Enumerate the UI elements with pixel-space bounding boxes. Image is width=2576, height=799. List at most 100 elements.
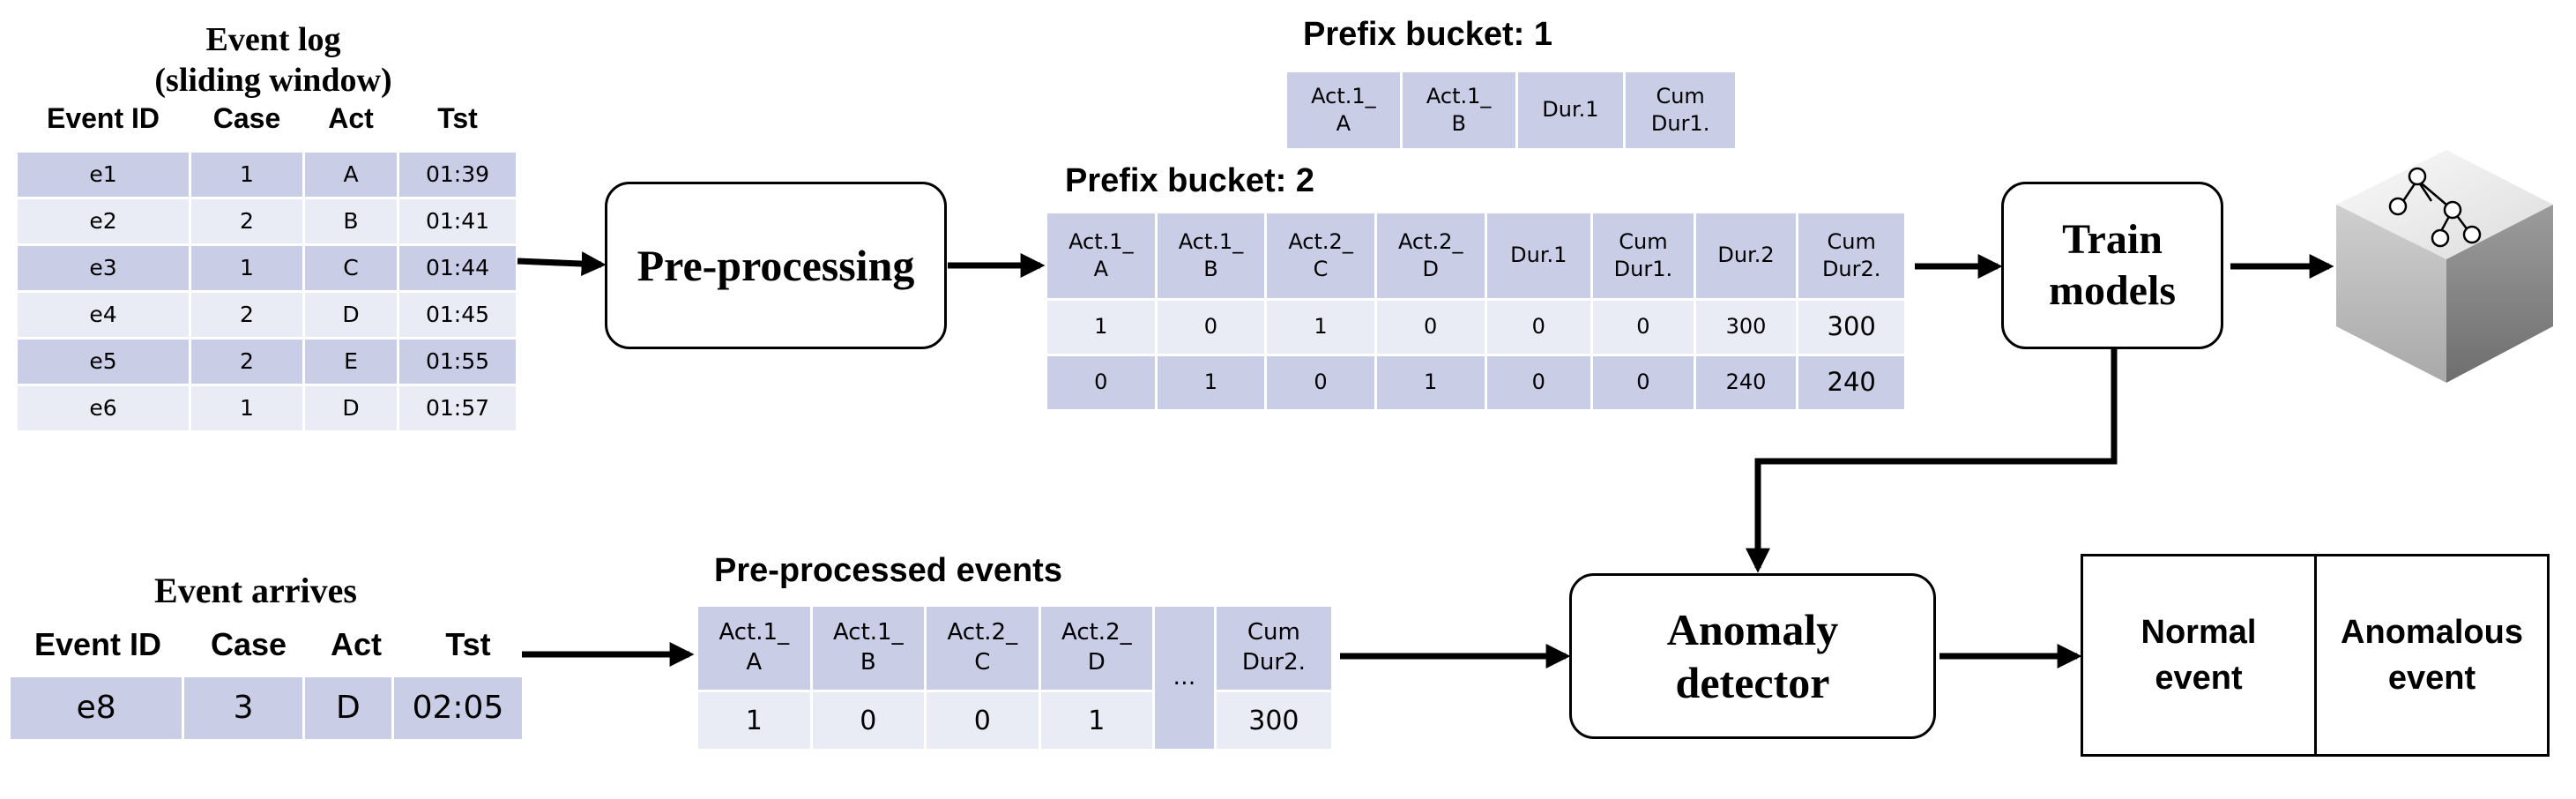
table-cell: 300: [1798, 301, 1904, 354]
table-cell: e5: [18, 340, 189, 384]
event-log-header: Event ID: [46, 102, 160, 134]
table-cell: 240: [1798, 356, 1904, 409]
table-cell: 1: [1157, 356, 1265, 409]
output-box: Normal event Anomalous event: [2081, 554, 2550, 757]
table-cell: D: [304, 677, 391, 739]
anomalous-event-label: Anomalous: [2341, 614, 2523, 651]
preprocessed-events-table: Act.1_ A Act.1_ B Act.2_ C Act.2_ D … Cu…: [696, 604, 1334, 751]
event-log-title: Event log (sliding window): [154, 21, 392, 99]
train-models-label: models: [2049, 267, 2176, 314]
column-header: Cum Dur2.: [1216, 607, 1331, 690]
table-cell: 0: [1593, 356, 1694, 409]
train-models-box: Train models: [2001, 182, 2223, 349]
table-cell: 3: [184, 677, 302, 739]
normal-event-cell: Normal event: [2083, 556, 2317, 754]
event-arrives-header: Event ID: [34, 626, 162, 662]
table-cell: 240: [1695, 356, 1797, 409]
ellipsis-cell: …: [1155, 607, 1214, 749]
column-header: Act.2_ D: [1040, 607, 1153, 690]
table-cell: 1: [191, 246, 302, 290]
column-header: Act.2_ D: [1376, 213, 1485, 298]
event-log-header-row: Event ID Case Act Tst: [18, 102, 516, 141]
event-log-header: Act: [328, 102, 374, 134]
column-header: Cum Dur1.: [1626, 72, 1735, 148]
table-cell: 1: [1040, 692, 1153, 749]
table-cell: 0: [1047, 356, 1155, 409]
column-header: Act.1_ A: [698, 607, 810, 690]
column-header: Dur.1: [1517, 72, 1624, 148]
table-cell: 02:05: [393, 677, 522, 739]
table-row: 0 1 0 1 0 0 240 240: [1047, 356, 1904, 409]
table-row: Act.1_ A Act.1_ B Act.2_ C Act.2_ D Dur.…: [1047, 213, 1904, 298]
table-cell: 0: [1157, 301, 1265, 354]
column-header: Act.1_ B: [1157, 213, 1265, 298]
event-arrives-header: Act: [330, 626, 382, 662]
table-cell: 1: [698, 692, 810, 749]
table-cell: e3: [18, 246, 189, 290]
prefix-bucket-2-title: Prefix bucket: 2: [1065, 162, 1314, 199]
event-arrives-header: Case: [210, 626, 287, 662]
arrow-train-to-detector: [1746, 349, 2118, 573]
table-cell: E: [305, 340, 397, 384]
table-cell: 2: [191, 293, 302, 337]
table-row: Act.1_ A Act.1_ B Act.2_ C Act.2_ D … Cu…: [698, 607, 1331, 749]
column-header: Cum Dur1.: [1593, 213, 1694, 298]
table-cell: 1: [191, 386, 302, 430]
column-header: Act.2_ C: [927, 607, 1039, 690]
table-cell: 01:39: [399, 153, 516, 197]
table-cell: 01:44: [399, 246, 516, 290]
column-header: Act.1_ B: [812, 607, 925, 690]
anomalous-event-cell: Anomalous event: [2317, 556, 2547, 754]
column-header: Cum Dur2.: [1798, 213, 1904, 298]
preprocessing-label: Pre-processing: [637, 241, 915, 290]
table-cell: 0: [1593, 301, 1694, 354]
preprocessed-events-title: Pre-processed events: [714, 552, 1062, 589]
column-header: Dur.1: [1486, 213, 1591, 298]
column-header: Act.2_ C: [1267, 213, 1374, 298]
table-cell: D: [305, 386, 397, 430]
train-models-label: Train: [2062, 216, 2163, 263]
event-log-header: Case: [212, 102, 281, 134]
table-cell: 1: [1047, 301, 1155, 354]
table-row: Act.1_ A Act.1_ B Dur.1 Cum Dur1.: [1287, 72, 1735, 148]
table-row: e8 3 D 02:05: [11, 677, 522, 739]
anomaly-detector-label: Anomaly: [1666, 605, 1839, 654]
table-cell: 0: [1486, 356, 1591, 409]
normal-event-label: event: [2155, 660, 2243, 697]
table-cell: 300: [1695, 301, 1797, 354]
anomalous-event-label: event: [2387, 660, 2476, 697]
table-cell: 300: [1216, 692, 1331, 749]
table-cell: 0: [1486, 301, 1591, 354]
decision-tree-cube-icon: [2336, 150, 2553, 383]
table-cell: 0: [1267, 356, 1374, 409]
table-cell: 0: [812, 692, 925, 749]
table-cell: e4: [18, 293, 189, 337]
preprocessing-box: Pre-processing: [605, 182, 947, 349]
table-cell: 01:57: [399, 386, 516, 430]
table-cell: e1: [18, 153, 189, 197]
column-header: Act.1_ A: [1047, 213, 1155, 298]
table-cell: 1: [191, 153, 302, 197]
table-cell: 2: [191, 340, 302, 384]
prefix-bucket-2-table: Act.1_ A Act.1_ B Act.2_ C Act.2_ D Dur.…: [1045, 211, 1907, 412]
arrow-log-to-preprocessing: [517, 251, 607, 277]
table-cell: C: [305, 246, 397, 290]
column-header: Act.1_ B: [1402, 72, 1515, 148]
table-cell: A: [305, 153, 397, 197]
table-cell: 01:55: [399, 340, 516, 384]
prefix-bucket-1-title: Prefix bucket: 1: [1303, 16, 1552, 53]
table-cell: 2: [191, 199, 302, 243]
table-cell: 1: [1376, 356, 1485, 409]
event-arrives-title: Event arrives: [154, 571, 357, 610]
event-arrives-header-row: Event ID Case Act Tst: [11, 626, 522, 667]
normal-event-label: Normal: [2140, 614, 2257, 651]
table-cell: e8: [11, 677, 182, 739]
event-log-header: Tst: [437, 102, 478, 134]
